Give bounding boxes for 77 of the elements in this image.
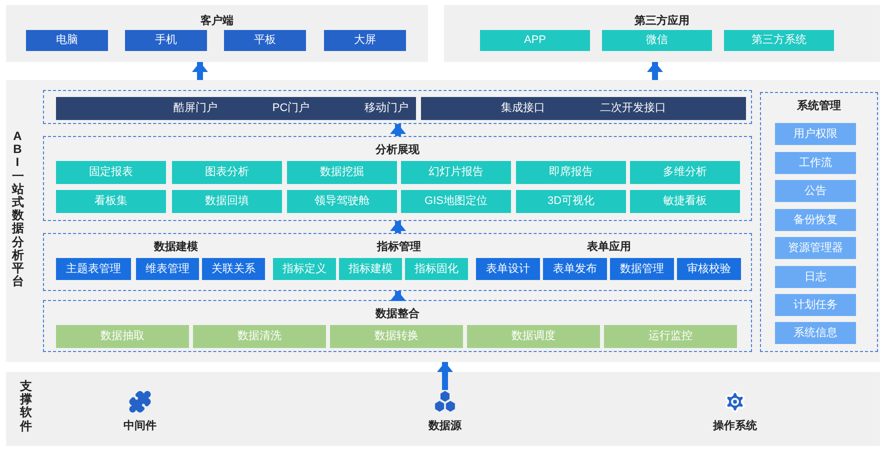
group-title: 分析展现 [376, 142, 420, 158]
dashed-group [43, 300, 752, 352]
arrow [390, 124, 406, 136]
module-box: 工作流 [775, 152, 856, 174]
vertical-title: ABI一站式数据分析平台 [12, 130, 23, 288]
module-box: APP [480, 30, 590, 51]
vertical-title: 支撑软件 [20, 380, 31, 433]
layer-panel [444, 5, 880, 62]
module-box: 平板 [224, 30, 306, 51]
arrow [647, 62, 663, 80]
portal-bar [56, 97, 416, 120]
dashed-group [43, 233, 752, 291]
module-box: 数据调度 [467, 325, 600, 348]
group-title: 表单应用 [587, 240, 631, 255]
module-box: 资源管理器 [775, 237, 856, 259]
module-box: 幻灯片报告 [401, 161, 511, 184]
module-box: 数据抽取 [56, 325, 189, 348]
module-box: 系统信息 [775, 322, 856, 344]
module-box: 备份恢复 [775, 209, 856, 231]
portal-label: 集成接口 [501, 100, 545, 116]
module-box: 计划任务 [775, 294, 856, 316]
module-box: 主题表管理 [56, 258, 131, 280]
module-box: 指标建模 [339, 258, 402, 280]
portal-label: PC门户 [272, 100, 310, 116]
arrow [192, 62, 208, 80]
arrow [390, 291, 406, 301]
module-box: 大屏 [324, 30, 406, 51]
arrow [437, 362, 453, 390]
module-box: 关联关系 [202, 258, 265, 280]
support-label: 操作系统 [713, 418, 757, 434]
module-box: 多维分析 [630, 161, 740, 184]
layer-panel [6, 5, 428, 62]
portal-bar [421, 97, 746, 120]
platform-band [6, 80, 880, 362]
module-box: 微信 [602, 30, 712, 51]
module-box: 看板集 [56, 190, 166, 213]
module-box: 数据转换 [330, 325, 463, 348]
module-box: 电脑 [26, 30, 108, 51]
support-band [6, 372, 880, 446]
module-box: 运行监控 [604, 325, 737, 348]
module-box: 第三方系统 [724, 30, 834, 51]
arrow [390, 221, 406, 233]
module-box: 数据回填 [172, 190, 282, 213]
group-title: 数据建模 [154, 240, 198, 255]
module-box: 日志 [775, 266, 856, 288]
module-box: 领导驾驶舱 [287, 190, 397, 213]
module-box: 用户权限 [775, 123, 856, 145]
portal-label: 移动门户 [364, 100, 409, 116]
module-box: 指标固化 [405, 258, 468, 280]
group-title: 数据整合 [376, 306, 420, 322]
module-box: 固定报表 [56, 161, 166, 184]
module-box: 图表分析 [172, 161, 282, 184]
group-title: 系统管理 [797, 98, 841, 114]
module-box: 3D可视化 [516, 190, 626, 213]
module-box: 敏捷看板 [630, 190, 740, 213]
support-label: 数据源 [428, 418, 462, 434]
group-title: 指标管理 [377, 240, 421, 255]
module-box: 数据管理 [610, 258, 674, 280]
module-box: 数据挖掘 [287, 161, 397, 184]
module-box: 表单设计 [476, 258, 540, 280]
module-box: 审核校验 [677, 258, 741, 280]
dashed-group [760, 92, 878, 352]
module-box: 公告 [775, 180, 856, 202]
module-box: 指标定义 [273, 258, 336, 280]
dashed-group [43, 90, 752, 124]
panel-title: 第三方应用 [634, 14, 690, 29]
module-box: 表单发布 [543, 258, 607, 280]
module-box: 维表管理 [136, 258, 199, 280]
support-label: 中间件 [124, 418, 156, 434]
portal-label: 酷屏门户 [173, 100, 218, 116]
module-box: 数据清洗 [193, 325, 326, 348]
module-box: 即席报告 [516, 161, 626, 184]
panel-title: 客户端 [200, 14, 234, 29]
portal-label: 二次开发接口 [600, 100, 666, 116]
dashed-group [43, 136, 752, 221]
module-box: 手机 [125, 30, 207, 51]
module-box: GIS地图定位 [401, 190, 511, 213]
